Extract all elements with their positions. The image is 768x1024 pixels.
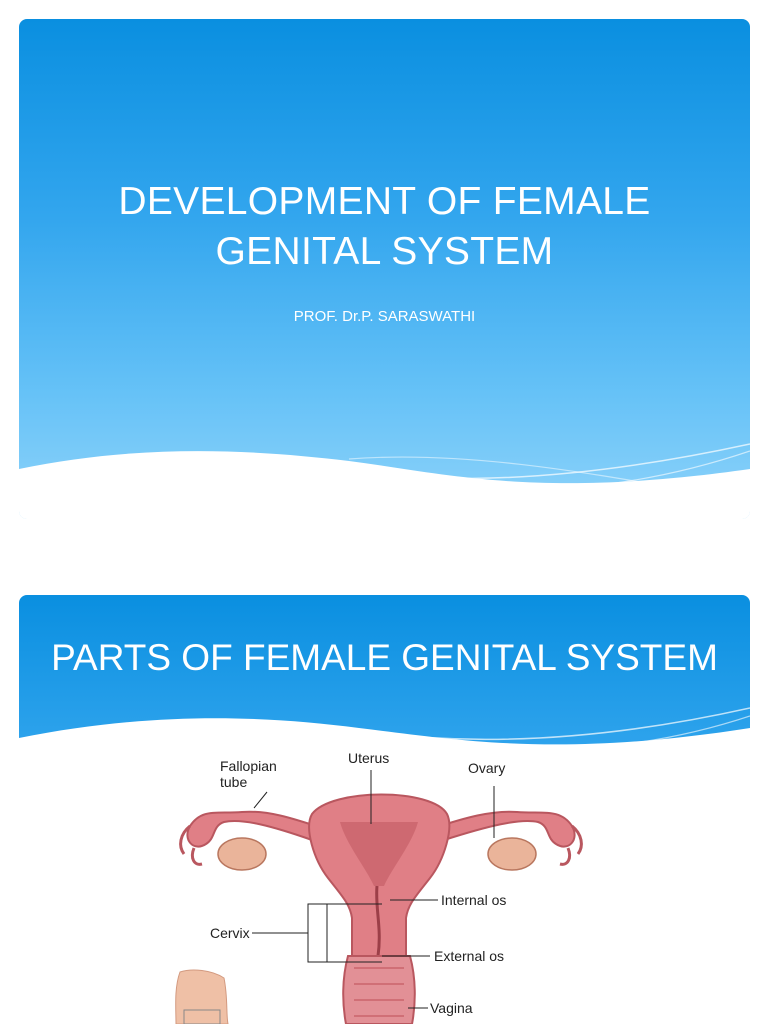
title-slide: DEVELOPMENT OF FEMALE GENITAL SYSTEM PRO… (19, 19, 750, 519)
left-ovary (217, 837, 267, 871)
label-fallopian-tube: Fallopian tube (220, 758, 277, 790)
label-fallopian-line2: tube (220, 774, 248, 790)
slide-subtitle: PROF. Dr.P. SARASWATHI (293, 308, 476, 325)
label-fallopian-line1: Fallopian (220, 758, 277, 774)
uterus-illustration (175, 770, 583, 1024)
label-external-os: External os (434, 948, 505, 964)
label-uterus: Uterus (348, 750, 390, 766)
slide-title: DEVELOPMENT OF FEMALE GENITAL SYSTEM (19, 177, 750, 277)
label-ovary: Ovary (468, 760, 506, 776)
body-inset (175, 969, 229, 1024)
label-internal-os: Internal os (441, 892, 507, 908)
right-fallopian-tube (432, 810, 576, 848)
slide-title: PARTS OF FEMALE GENITAL SYSTEM (51, 637, 718, 678)
right-ovary (487, 837, 537, 871)
label-cervix: Cervix (210, 925, 250, 941)
left-fallopian-tube (186, 810, 324, 848)
slide-title-line1: DEVELOPMENT OF FEMALE (118, 180, 651, 223)
anatomy-diagram: Fallopian tube Uterus Ovary Internal os … (172, 748, 587, 1024)
wave-decoration (19, 443, 750, 519)
vagina (342, 955, 416, 1024)
slide-title-line2: GENITAL SYSTEM (215, 230, 554, 273)
uterine-cavity (340, 822, 418, 886)
label-vagina: Vagina (430, 1000, 473, 1016)
